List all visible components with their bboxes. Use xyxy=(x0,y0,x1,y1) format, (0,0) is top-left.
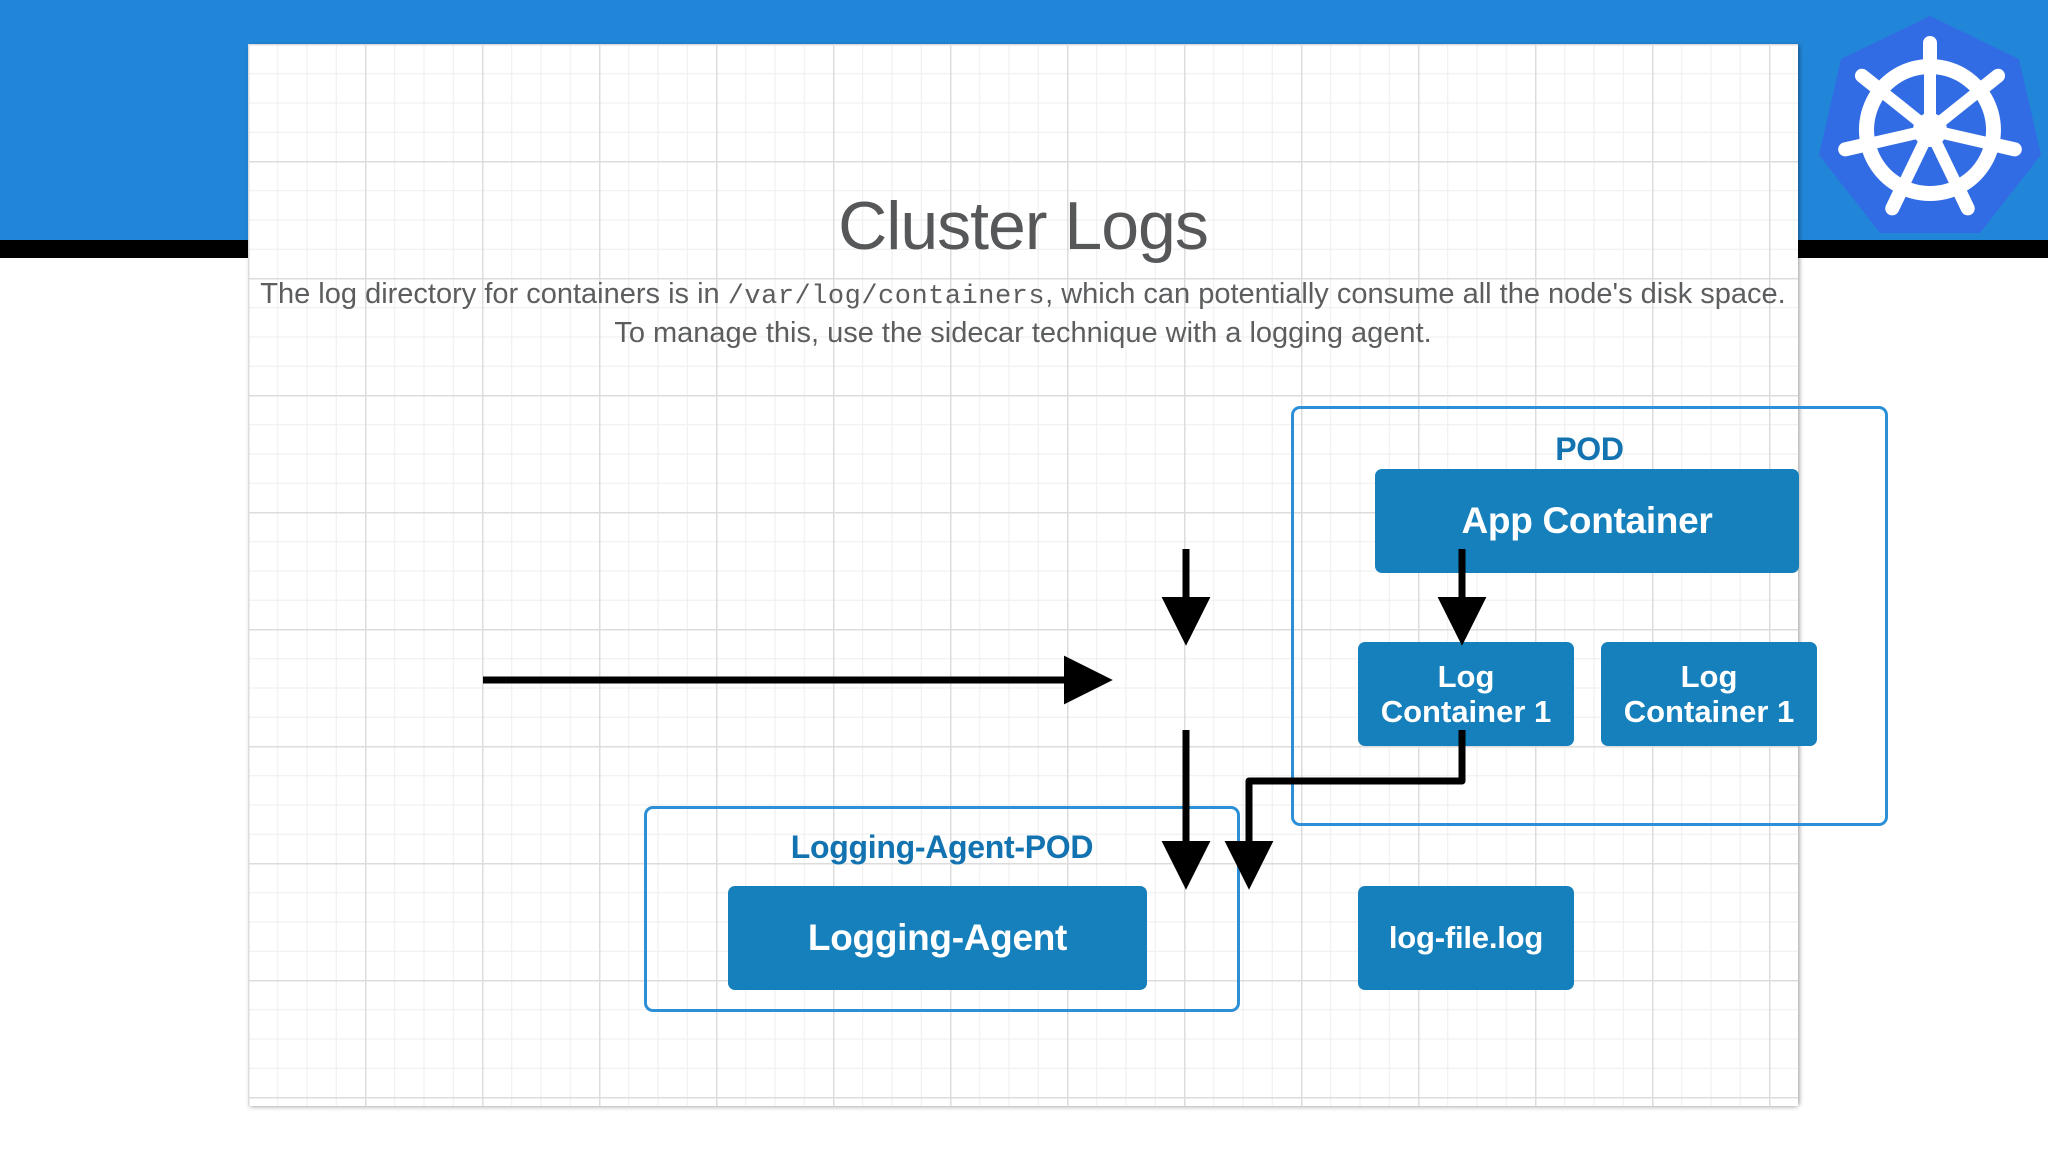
log-container-2-line1: Log xyxy=(1680,658,1738,694)
kubernetes-helm-wheel xyxy=(1838,36,2022,216)
logging-agent-node[interactable]: Logging-Agent xyxy=(728,886,1147,990)
pod-group-box[interactable]: POD xyxy=(1291,406,1888,826)
log-container-1-node[interactable]: Log Container 1 xyxy=(1358,642,1574,746)
subtitle-text-before: The log directory for containers is in xyxy=(260,278,728,310)
subtitle-path: /var/log/containers xyxy=(727,282,1046,312)
whiteboard-canvas: Cluster Logs The log directory for conta… xyxy=(248,44,1888,1106)
logging-agent-pod-label: Logging-Agent-POD xyxy=(790,829,1094,865)
log-container-2-node[interactable]: Log Container 1 xyxy=(1601,642,1817,746)
subtitle-text-after: , which can potentially consume all the … xyxy=(614,278,1786,349)
log-container-1-line2: Container 1 xyxy=(1380,694,1552,729)
log-container-2-line2: Container 1 xyxy=(1623,694,1795,729)
logging-agent-pod-group-box[interactable]: Logging-Agent-POD xyxy=(644,806,1240,1012)
pod-group-label: POD xyxy=(1555,431,1624,467)
app-container-node[interactable]: App Container xyxy=(1375,469,1799,573)
log-file-node[interactable]: log-file.log xyxy=(1358,886,1574,990)
page-title: Cluster Logs xyxy=(838,188,1209,264)
page-subtitle: The log directory for containers is in /… xyxy=(248,276,1798,352)
kubernetes-logo xyxy=(1812,12,2048,240)
log-container-1-line1: Log xyxy=(1437,658,1495,694)
